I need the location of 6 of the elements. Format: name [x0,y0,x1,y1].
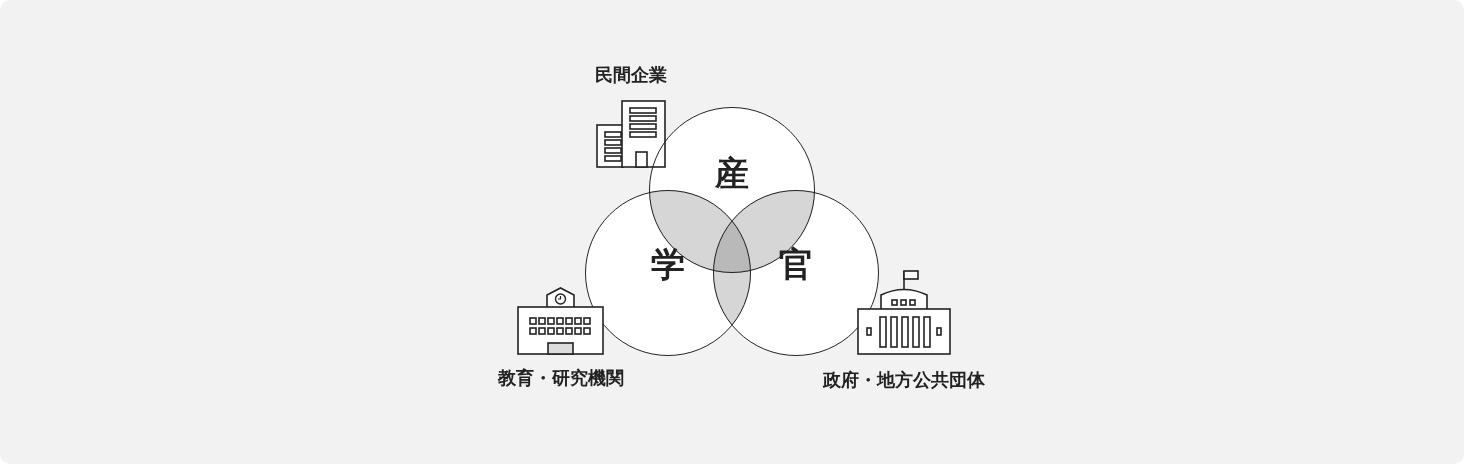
circle-label: 学 [650,244,686,284]
category-label: 政府・地方公共団体 [823,369,985,391]
circle-label: 産 [714,153,750,193]
category-label: 教育・研究機関 [497,367,624,389]
circle-label: 官 [778,244,814,284]
category-label: 民間企業 [595,64,667,86]
